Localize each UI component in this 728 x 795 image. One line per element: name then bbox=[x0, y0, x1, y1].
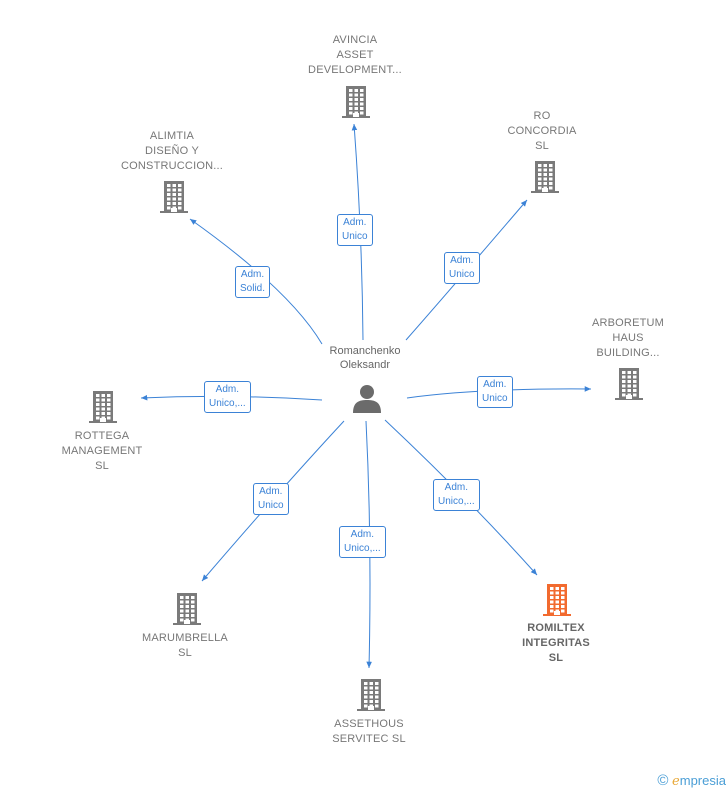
company-label-ro[interactable]: RO CONCORDIA SL bbox=[498, 109, 586, 154]
brand-logo: © empresia bbox=[657, 772, 726, 789]
edge-label-alimtia[interactable]: Adm. Solid. bbox=[235, 266, 271, 298]
center-person-name-line: Oleksandr bbox=[339, 359, 391, 371]
company-label-marumbrella[interactable]: MARUMBRELLA SL bbox=[135, 631, 235, 661]
building-icon[interactable] bbox=[355, 678, 387, 712]
edge-label-line: Adm. bbox=[483, 379, 507, 390]
building-icon[interactable] bbox=[541, 583, 573, 617]
edge-label-rottega[interactable]: Adm. Unico,... bbox=[204, 381, 251, 413]
company-label-line: DEVELOPMENT... bbox=[308, 64, 402, 76]
building-icon[interactable] bbox=[171, 592, 203, 626]
edge-label-line: Unico bbox=[449, 269, 475, 280]
center-person-name-line: Romanchenko bbox=[329, 345, 401, 357]
company-label-line: SL bbox=[535, 140, 549, 152]
edge-label-line: Adm. bbox=[350, 529, 375, 540]
edge-label-line: Unico,... bbox=[344, 543, 381, 554]
edge-label-line: Unico bbox=[258, 500, 284, 511]
building-icon[interactable] bbox=[158, 180, 190, 214]
edge-label-line: Adm. bbox=[240, 269, 265, 280]
company-label-romiltex[interactable]: ROMILTEX INTEGRITAS SL bbox=[510, 621, 602, 666]
edge-label-line: Unico,... bbox=[209, 398, 246, 409]
edge-label-line: Adm. bbox=[450, 255, 474, 266]
edge-label-arboretum[interactable]: Adm. Unico bbox=[477, 376, 513, 408]
company-label-line: ASSET bbox=[336, 49, 374, 61]
company-label-line: ROMILTEX bbox=[527, 622, 585, 634]
company-label-line: SL bbox=[95, 460, 109, 472]
company-label-alimtia[interactable]: ALIMTIA DISEÑO Y CONSTRUCCION... bbox=[112, 129, 232, 174]
company-label-line: AVINCIA bbox=[332, 34, 378, 46]
company-label-line: HAUS bbox=[612, 332, 644, 344]
company-label-assethous[interactable]: ASSETHOUS SERVITEC SL bbox=[322, 717, 416, 747]
company-label-line: MARUMBRELLA bbox=[142, 632, 228, 644]
building-icon[interactable] bbox=[529, 160, 561, 194]
company-label-avincia[interactable]: AVINCIA ASSET DEVELOPMENT... bbox=[296, 33, 414, 78]
company-label-line: INTEGRITAS bbox=[522, 637, 590, 649]
company-label-line: ARBORETUM bbox=[591, 317, 665, 329]
company-label-arboretum[interactable]: ARBORETUM HAUS BUILDING... bbox=[583, 316, 673, 361]
company-label-line: ROTTEGA bbox=[74, 430, 130, 442]
company-label-line: RO bbox=[533, 110, 551, 122]
edge-label-ro[interactable]: Adm. Unico bbox=[444, 252, 480, 284]
copyright-icon: © bbox=[657, 772, 669, 789]
company-label-line: CONSTRUCCION... bbox=[121, 160, 223, 172]
brand-name: mpresia bbox=[679, 773, 726, 788]
company-label-line: ALIMTIA bbox=[149, 130, 195, 142]
person-icon[interactable] bbox=[351, 382, 383, 414]
edge-alimtia bbox=[189, 218, 323, 345]
company-label-line: CONCORDIA bbox=[507, 125, 577, 137]
company-label-line: DISEÑO Y bbox=[145, 145, 199, 157]
edge-label-line: Solid. bbox=[240, 283, 266, 294]
company-label-line: ASSETHOUS bbox=[334, 718, 404, 730]
company-label-line: BUILDING... bbox=[596, 347, 660, 359]
edge-label-line: Unico bbox=[342, 231, 368, 242]
brand-initial: e bbox=[672, 774, 680, 789]
company-label-line: SERVITEC SL bbox=[332, 733, 406, 745]
edge-label-avincia[interactable]: Adm. Unico bbox=[337, 214, 373, 246]
edge-label-line: Unico,... bbox=[438, 496, 475, 507]
company-label-line: MANAGEMENT bbox=[61, 445, 143, 457]
building-icon[interactable] bbox=[613, 367, 645, 401]
edge-label-marumbrella[interactable]: Adm. Unico bbox=[253, 483, 289, 515]
center-person-label[interactable]: Romanchenko Oleksandr bbox=[310, 344, 420, 372]
edge-label-romiltex[interactable]: Adm. Unico,... bbox=[433, 479, 480, 511]
edge-label-assethous[interactable]: Adm. Unico,... bbox=[339, 526, 386, 558]
company-label-line: SL bbox=[178, 647, 192, 659]
company-label-line: SL bbox=[548, 652, 564, 664]
edge-label-line: Unico bbox=[482, 393, 508, 404]
building-icon[interactable] bbox=[87, 390, 119, 424]
edge-label-line: Adm. bbox=[343, 217, 367, 228]
edge-label-line: Adm. bbox=[259, 486, 283, 497]
edge-label-line: Adm. bbox=[444, 482, 469, 493]
building-icon[interactable] bbox=[340, 85, 372, 119]
edge-label-line: Adm. bbox=[215, 384, 240, 395]
company-label-rottega[interactable]: ROTTEGA MANAGEMENT SL bbox=[53, 429, 151, 474]
